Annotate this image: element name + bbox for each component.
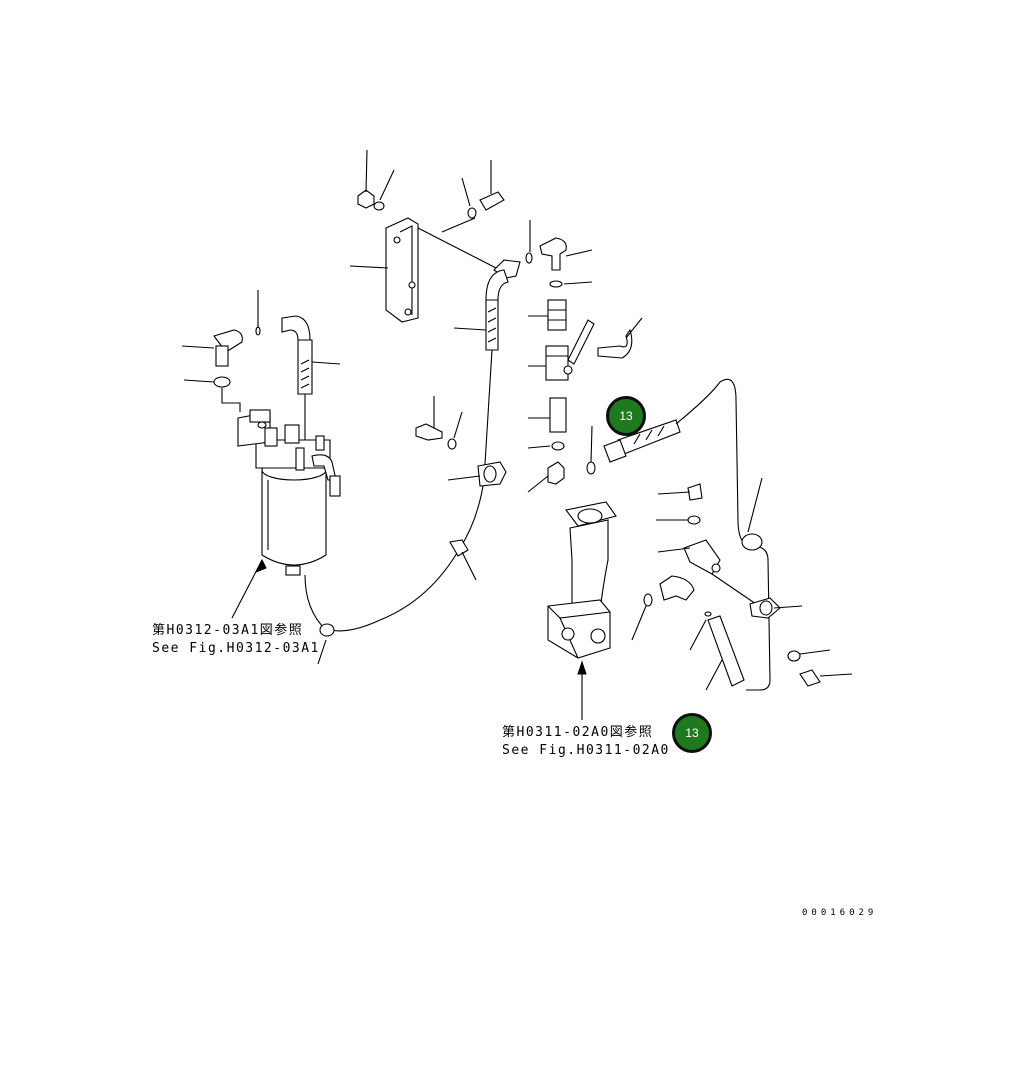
arrowhead-left-callout (254, 558, 267, 573)
arrowhead-right-callout (577, 660, 587, 675)
leader-lines (181, 149, 853, 720)
mounting-bracket (357, 189, 505, 323)
callout-ref-left-jp: 第H0312-03A1図参照 (152, 623, 304, 638)
right-hose (603, 378, 771, 691)
part-badge-label: 13 (685, 726, 699, 740)
center-hose (304, 259, 521, 637)
callout-ref-left-en: See Fig.H0312-03A1 (152, 641, 320, 656)
drawing-number: 00016029 (802, 908, 878, 918)
part-badge-13-lower[interactable]: 13 (672, 713, 712, 753)
part-badge-13-upper[interactable]: 13 (606, 396, 646, 436)
fitting-stack (525, 237, 633, 485)
valve-block-assembly (547, 501, 745, 687)
callout-ref-right-jp: 第H0311-02A0図参照 (502, 725, 654, 740)
clamp-bracket (683, 483, 821, 687)
fuel-filter-assembly (213, 315, 341, 576)
callout-ref-right-en: See Fig.H0311-02A0 (502, 743, 670, 758)
part-badge-label: 13 (619, 409, 633, 423)
